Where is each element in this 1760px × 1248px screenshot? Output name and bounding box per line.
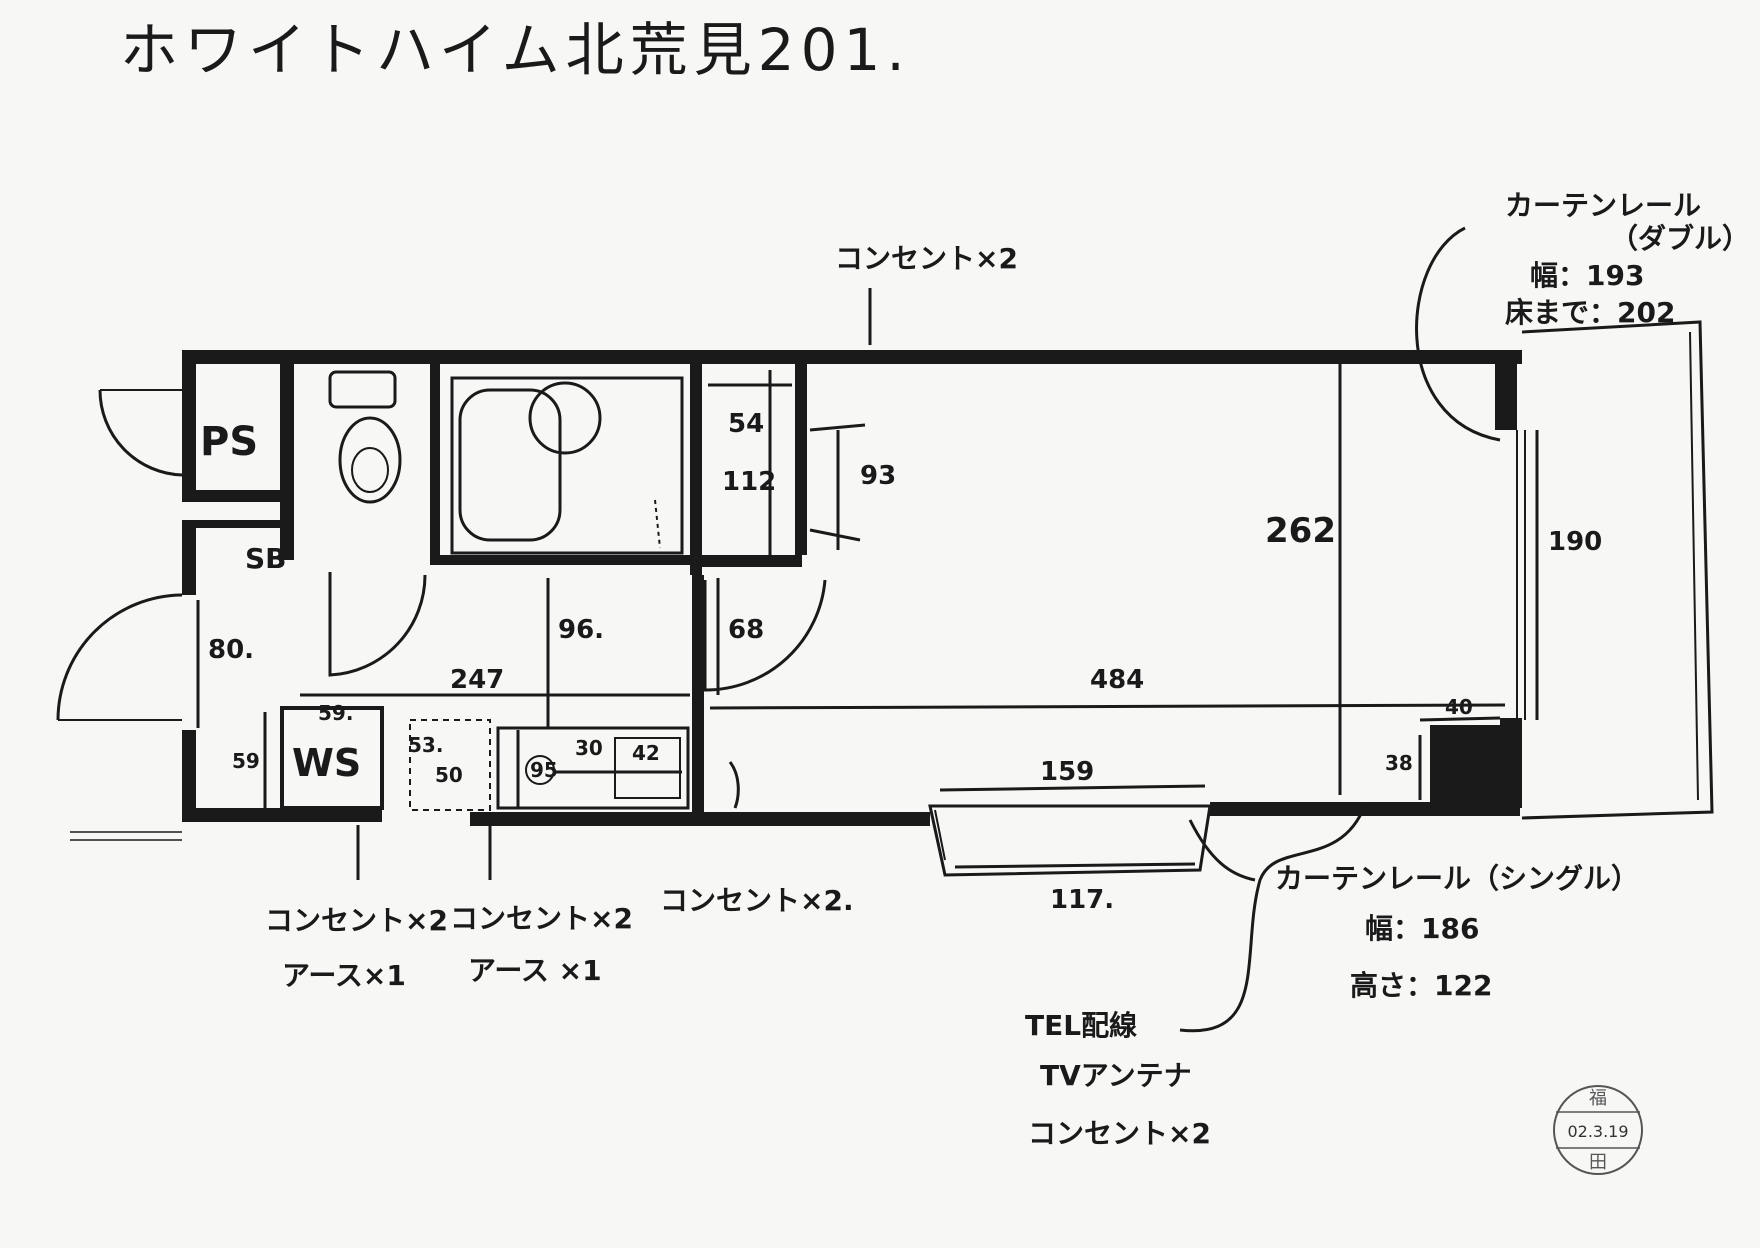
curtain-double-floor: 床まで：202 — [1505, 296, 1675, 329]
dim-247: 247 — [450, 665, 504, 695]
dim-59a: 59. — [318, 701, 353, 725]
tel-line3: コンセント×2 — [1028, 1117, 1211, 1150]
fixtures — [56, 320, 1714, 877]
walls — [182, 350, 1522, 826]
dim-54: 54 — [728, 409, 764, 439]
dimension-lines — [196, 358, 1539, 869]
dim-80: 80. — [208, 635, 254, 665]
curtain-double-width: 幅：193 — [1530, 259, 1644, 292]
outlet-ws2-line1: コンセント×2 — [450, 902, 633, 935]
dim-262: 262 — [1265, 511, 1336, 551]
dim-117: 117. — [1050, 885, 1114, 915]
stamp-bottom: 田 — [1589, 1152, 1607, 1173]
annotations: コンセント×2 カーテンレール （ダブル） 幅：193 床まで：202 コンセン… — [265, 189, 1750, 1150]
dim-93: 93 — [860, 461, 896, 491]
dim-95: 95 — [530, 758, 558, 782]
room-labels: PS SB WS — [200, 419, 361, 785]
sb-label: SB — [245, 542, 287, 575]
tel-line2: TVアンテナ — [1040, 1059, 1192, 1092]
dim-38: 38 — [1385, 751, 1413, 775]
curtain-double-line1: カーテンレール — [1505, 189, 1701, 222]
curtain-single-width: 幅：186 — [1365, 912, 1479, 945]
dim-50: 50 — [435, 763, 463, 787]
curtain-double-line2: （ダブル） — [1610, 222, 1750, 255]
dim-484: 484 — [1090, 665, 1144, 695]
outlet-top-note: コンセント×2 — [835, 242, 1018, 275]
dim-112: 112 — [722, 467, 776, 497]
outlet-ws1-line1: コンセント×2 — [265, 904, 448, 937]
date-stamp: 福 02.3.19 田 — [1553, 1085, 1643, 1175]
ps-label: PS — [200, 419, 258, 465]
outlet-ws2-line2: アース ×1 — [468, 954, 602, 987]
plan-title: ホワイトハイム北荒見201. — [120, 16, 911, 84]
curtain-single-height: 高さ：122 — [1350, 969, 1492, 1002]
dim-59b: 59 — [232, 749, 260, 773]
leader-lines — [356, 226, 1501, 1033]
dim-96: 96. — [558, 615, 604, 645]
dim-159: 159 — [1040, 757, 1094, 787]
dim-42: 42 — [632, 741, 660, 765]
stamp-top: 福 — [1589, 1088, 1607, 1109]
stamp-date: 02.3.19 — [1567, 1122, 1628, 1141]
dim-40: 40 — [1445, 695, 1473, 719]
curtain-single-line1: カーテンレール（シングル） — [1275, 862, 1639, 895]
ws-label: WS — [292, 741, 361, 785]
dim-68: 68 — [728, 615, 764, 645]
outlet-bottom-mid-note: コンセント×2. — [660, 884, 854, 917]
dimension-labels: 54 112 93 262 190 96. 68 80. 247 484 59.… — [208, 409, 1602, 915]
dim-190: 190 — [1548, 527, 1602, 557]
dim-30: 30 — [575, 736, 603, 760]
outlet-ws1-line2: アース×1 — [282, 959, 406, 992]
tel-line1: TEL配線 — [1025, 1009, 1137, 1042]
dim-53: 53. — [408, 733, 443, 757]
